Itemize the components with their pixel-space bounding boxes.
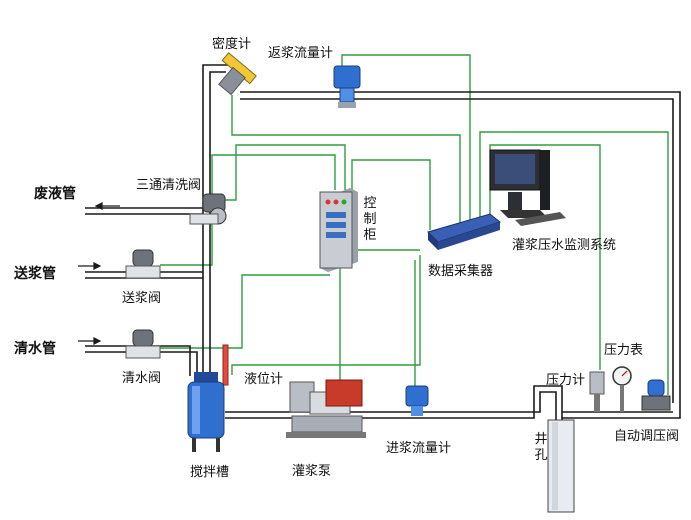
slurry-pipe-label: 送浆管 [14, 266, 56, 282]
pressure-meter-label: 压力计 [546, 373, 586, 388]
water-valve-device [125, 329, 161, 359]
water-valve-label: 清水阀 [122, 371, 162, 386]
pressure-gauge-label: 压力表 [604, 343, 644, 358]
density-meter-device [218, 52, 257, 96]
slurry-valve-label: 送浆阀 [122, 291, 162, 306]
return-flow-meter-device [333, 65, 361, 108]
monitor-system-label: 灌浆压水监测系统 [512, 238, 617, 253]
computer-device [489, 149, 566, 226]
waste-pipe-label: 废液管 [34, 186, 76, 202]
control-cabinet-device [319, 188, 358, 272]
data-collector-label: 数据采集器 [428, 264, 494, 279]
water-pipe-label: 清水管 [14, 341, 56, 357]
three-way-valve-device [189, 193, 227, 225]
density-meter-label: 密度计 [212, 37, 252, 52]
borehole [547, 419, 575, 513]
data-collector-device [427, 213, 502, 250]
return-flow-meter-label: 返浆流量计 [268, 46, 334, 61]
inlet-flow-meter-device [405, 385, 429, 416]
borehole-label: 井孔 [534, 432, 548, 463]
level-meter-device [222, 344, 229, 386]
mixing-tank-label: 搅拌槽 [190, 465, 230, 480]
slurry-valve-device [125, 249, 161, 279]
grout-pump-device [286, 379, 366, 438]
pipes [85, 64, 681, 480]
auto-pressure-valve-label: 自动调压阀 [614, 429, 680, 444]
pressure-gauge-device [612, 366, 632, 412]
grout-pump-label: 灌浆泵 [292, 464, 332, 479]
flow-arrows [78, 202, 120, 345]
control-cabinet-label: 控制柜 [363, 196, 377, 243]
three-way-valve-label: 三通清洗阀 [136, 178, 202, 193]
pressure-meter-device [589, 371, 605, 412]
auto-pressure-valve-device [641, 379, 671, 411]
inlet-flow-meter-label: 进浆流量计 [386, 441, 452, 456]
level-meter-label: 液位计 [244, 372, 284, 387]
signal-lines [160, 54, 669, 395]
mixing-tank-device [187, 372, 225, 452]
